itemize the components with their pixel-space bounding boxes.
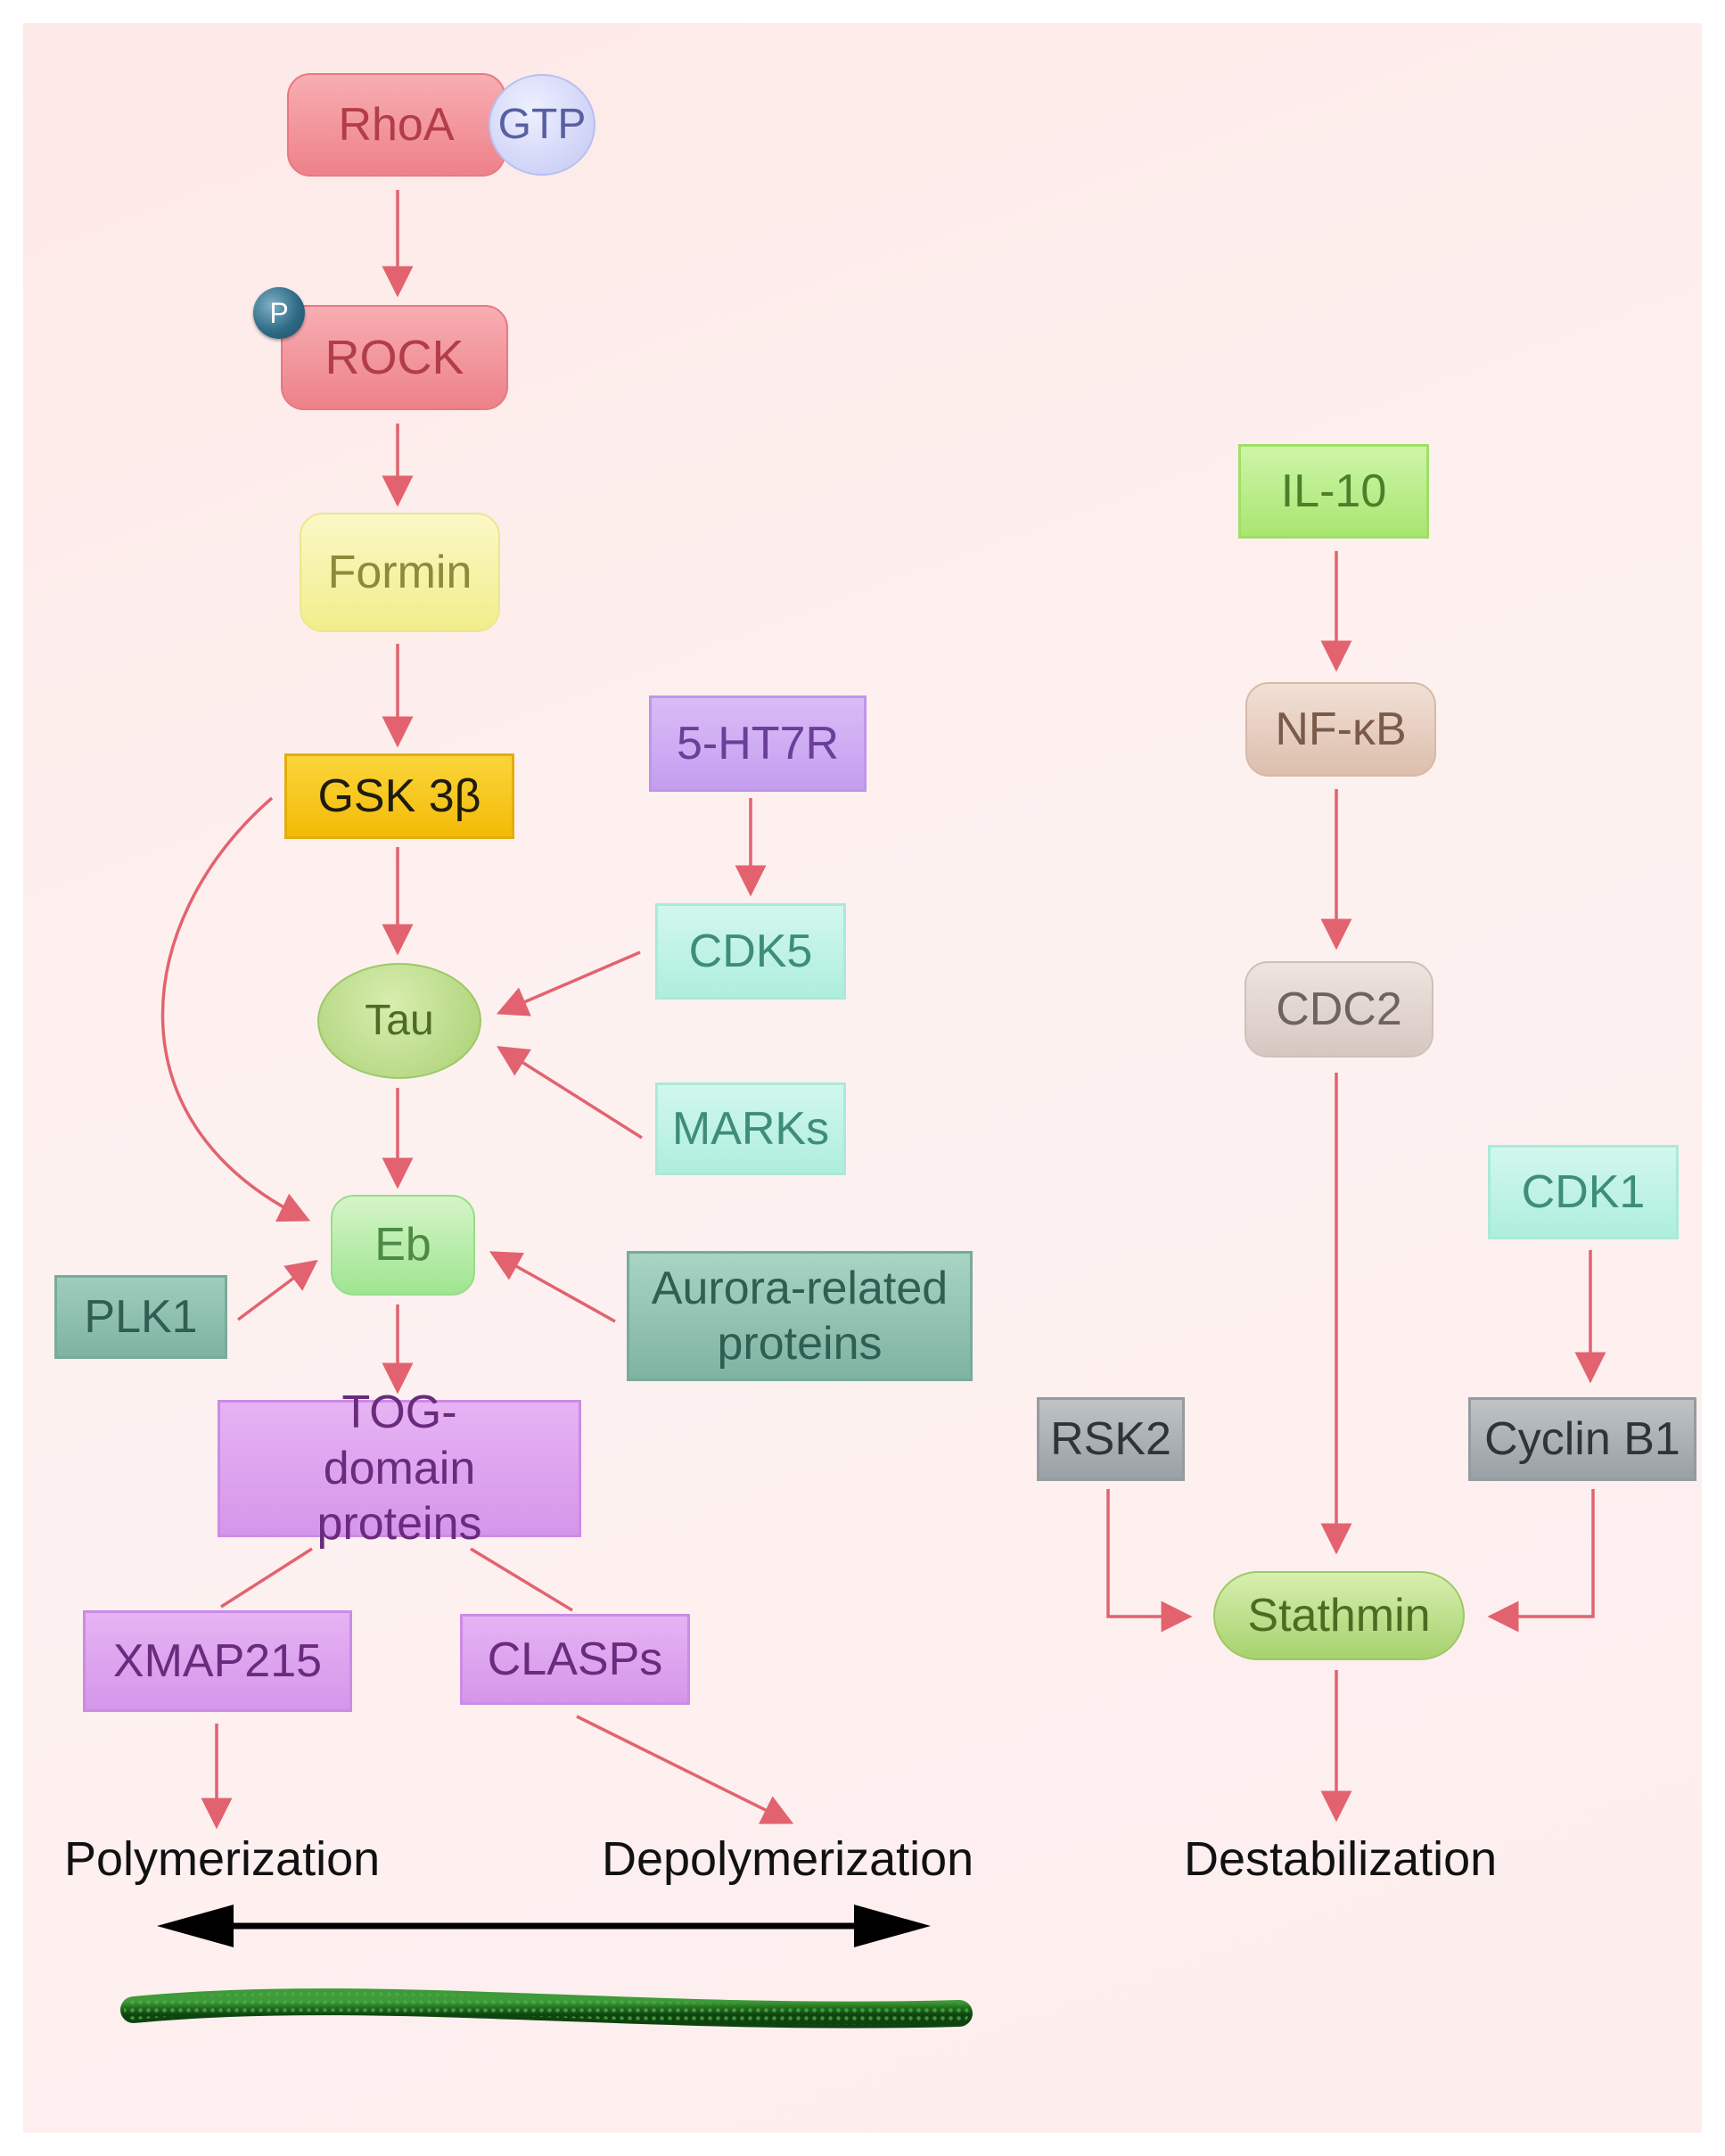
cdc2-node: CDC2 — [1244, 961, 1433, 1057]
gtp-label: GTP — [497, 101, 587, 149]
rock-label: ROCK — [324, 330, 464, 384]
ht7r-label: 5-HT7R — [676, 717, 840, 769]
marks-label: MARKs — [671, 1102, 830, 1155]
rhoa-node: RhoA — [287, 73, 505, 177]
polymerization-label: Polymerization — [64, 1832, 381, 1886]
line-tog-clasps — [470, 1547, 573, 1612]
eb-node: Eb — [331, 1195, 475, 1296]
cyclinb1-node: Cyclin B1 — [1468, 1397, 1696, 1481]
rsk2-label: RSK2 — [1050, 1412, 1171, 1465]
destabilization-label: Destabilization — [1184, 1832, 1498, 1886]
cdc2-label: CDC2 — [1276, 983, 1402, 1035]
rsk2-node: RSK2 — [1037, 1397, 1185, 1481]
gsk3b-label: GSK 3β — [317, 769, 481, 822]
ht7r-node: 5-HT7R — [649, 695, 867, 792]
arrow-gsk3b-eb-curve — [160, 796, 311, 1222]
stathmin-node: Stathmin — [1213, 1571, 1465, 1660]
nfkb-label: NF-κB — [1275, 703, 1407, 755]
arrow-plk1-eb — [236, 1259, 318, 1321]
depolymerization-label: Depolymerization — [602, 1832, 974, 1886]
arrow-clasps-depolymerization — [576, 1715, 794, 1824]
gsk3b-node: GSK 3β — [284, 753, 514, 839]
arrow-cyclinb1-stathmin — [1487, 1489, 1595, 1633]
nfkb-node: NF-κB — [1245, 682, 1436, 777]
formin-label: Formin — [327, 546, 472, 598]
il10-label: IL-10 — [1280, 465, 1387, 517]
il10-node: IL-10 — [1238, 444, 1429, 539]
xmap215-label: XMAP215 — [112, 1634, 323, 1687]
plk1-node: PLK1 — [54, 1275, 227, 1359]
eb-label: Eb — [374, 1219, 431, 1271]
aurora-node: Aurora-related proteins — [627, 1251, 973, 1381]
rhoa-label: RhoA — [338, 98, 455, 151]
rock-node: ROCK — [281, 305, 508, 410]
clasps-node: CLASPs — [460, 1614, 690, 1705]
tau-node: Tau — [317, 963, 481, 1079]
xmap215-node: XMAP215 — [83, 1610, 352, 1712]
line-tog-xmap215 — [220, 1547, 313, 1609]
polymerization-dynamics-arrow — [157, 1905, 931, 1947]
tau-label: Tau — [365, 997, 434, 1045]
cdk5-label: CDK5 — [688, 925, 813, 977]
tog-label: TOG-domain proteins — [316, 1387, 482, 1551]
cdk1-node: CDK1 — [1488, 1145, 1679, 1239]
marks-node: MARKs — [655, 1082, 846, 1175]
gtp-node: GTP — [489, 74, 596, 176]
arrow-cdk5-tau — [496, 950, 641, 1016]
cyclinb1-label: Cyclin B1 — [1484, 1412, 1680, 1465]
stathmin-label: Stathmin — [1247, 1589, 1431, 1642]
microtubule-graphic — [120, 1988, 973, 2028]
formin-node: Formin — [300, 513, 500, 632]
tog-node: TOG-domain proteins — [218, 1387, 581, 1550]
arrow-marks-tau — [497, 1046, 643, 1140]
plk1-label: PLK1 — [84, 1290, 198, 1343]
arrow-aurora-eb — [489, 1251, 616, 1323]
phosphate-badge: P — [253, 287, 305, 339]
phosphate-label: P — [269, 296, 289, 329]
cdk1-label: CDK1 — [1521, 1165, 1646, 1218]
clasps-label: CLASPs — [487, 1633, 663, 1685]
cdk5-node: CDK5 — [655, 903, 846, 1000]
aurora-label: Aurora-related proteins — [651, 1262, 949, 1370]
arrow-rsk2-stathmin — [1106, 1489, 1193, 1633]
